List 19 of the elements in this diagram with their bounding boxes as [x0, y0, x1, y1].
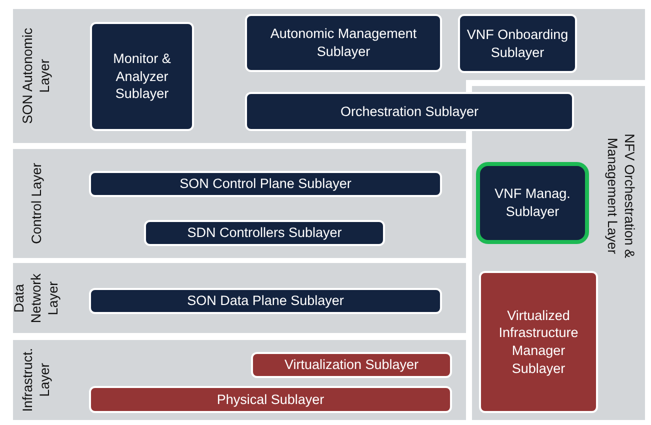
layer-label: SON Autonomic Layer [20, 26, 53, 126]
sublayer-box: SON Control Plane Sublayer [89, 171, 442, 197]
layer-label: Control Layer [28, 162, 45, 246]
sublayer-box: Physical Sublayer [89, 386, 452, 413]
sublayer-box: SDN Controllers Sublayer [144, 220, 385, 246]
sublayer-box: Autonomic Management Sublayer [245, 14, 442, 72]
layer-band [13, 149, 466, 258]
sublayer-box: Monitor & Analyzer Sublayer [90, 22, 194, 131]
layer-label: Data Network Layer [12, 272, 62, 325]
sublayer-box: SON Data Plane Sublayer [89, 288, 442, 314]
sublayer-box: Virtualization Sublayer [251, 352, 452, 378]
layer-band [13, 263, 466, 333]
layer-band [13, 340, 466, 420]
sublayer-box: VNF Onboarding Sublayer [458, 14, 577, 73]
layer-label: Infrastruct. Layer [20, 347, 53, 414]
sublayer-box: Orchestration Sublayer [245, 92, 574, 131]
sublayer-box: VNF Manag. Sublayer [476, 162, 589, 244]
sublayer-box: Virtualized Infrastructure Manager Sublayer [479, 271, 598, 413]
layer-label: NFV Orchestration & Management Layer [604, 132, 637, 260]
